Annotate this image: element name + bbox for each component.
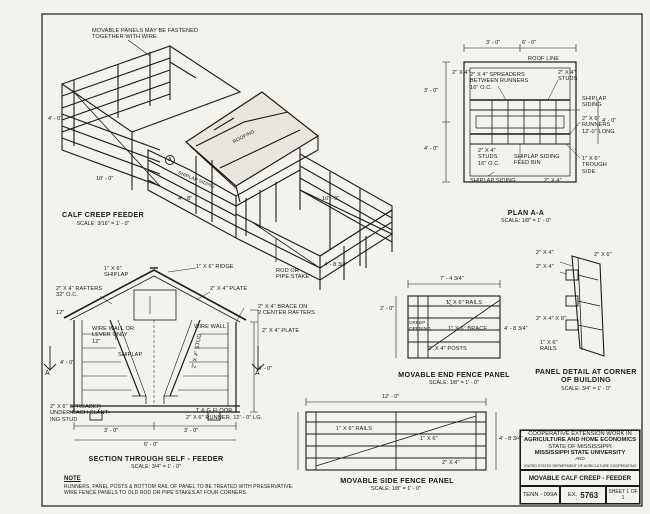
title-block-project: MOVABLE CALF CREEP - FEEDER bbox=[520, 470, 640, 486]
section-marker-a: A bbox=[168, 157, 172, 163]
plan-title: PLAN A-A bbox=[507, 208, 545, 217]
plan-dim-2: 6' - 0" bbox=[522, 40, 537, 46]
side-panel-brace: 1" X 6" bbox=[420, 436, 438, 442]
sec-wire-gap: WIRE WALL OR LEVER ONLY 12" bbox=[92, 326, 135, 345]
top-note: MOVABLE PANELS MAY BE FASTENED TOGETHER … bbox=[92, 28, 199, 41]
calf-feeder-scale: SCALE: 3/16" = 1' - 0" bbox=[76, 221, 130, 227]
plan-roof-line: ROOF LINE bbox=[528, 56, 560, 62]
feeder-dim-5: 4' - 8 3/4" bbox=[324, 262, 348, 268]
side-panel-drawing bbox=[297, 398, 497, 471]
tb-line3: STATE OF MISSISSIPPI bbox=[548, 443, 612, 450]
plan-scale: SCALE: 1/8" = 1' - 0" bbox=[501, 218, 551, 224]
tb-line5: AND bbox=[575, 456, 585, 462]
side-panel-dim-1: 12' - 0" bbox=[382, 394, 400, 400]
panel-detail-drawing bbox=[559, 255, 605, 357]
title-block-ex: EX. 5763 bbox=[560, 486, 606, 504]
tb-line2: AGRICULTURE AND HOME ECONOMICS bbox=[523, 437, 637, 444]
end-panel-drawing bbox=[395, 280, 501, 359]
detail-top-a: 2" X 4" bbox=[536, 250, 554, 256]
detail-mid: 2" X 4" X 8" bbox=[536, 316, 567, 322]
plan-trough: 1" X 6" TROUGH SIDE bbox=[582, 156, 607, 175]
plan-aa-drawing bbox=[442, 44, 599, 183]
note-heading: NOTE bbox=[64, 476, 81, 482]
end-panel-dim-2: 2' - 0" bbox=[380, 306, 395, 312]
plan-spreaders: 2" X 4" SPREADERS BETWEEN RUNNERS 16" O.… bbox=[470, 72, 529, 91]
plan-feed-bin: SHIPLAP SIDING FEED BIN bbox=[514, 154, 560, 167]
plan-2x4: 2" X 4" bbox=[452, 70, 470, 76]
calf-feeder-iso-drawing bbox=[60, 45, 394, 290]
sec-dim-1: 3' - 0" bbox=[104, 428, 119, 434]
title-block-plan-no: TENN - 099A bbox=[520, 486, 560, 504]
sec-dim-6: 12" bbox=[56, 310, 65, 316]
side-panel-title: MOVABLE SIDE FENCE PANEL bbox=[340, 476, 454, 485]
detail-top-b: 2" X 4" bbox=[536, 264, 554, 270]
end-panel-creep: CREEP OPENING bbox=[409, 320, 431, 332]
section-scale: SCALE: 3/4" = 1' - 0" bbox=[131, 464, 181, 470]
plan-runners: 2" X 6" RUNNERS 12'-0" LONG bbox=[582, 116, 615, 135]
tb-line1: COOPERATIVE EXTENSION WORK IN bbox=[528, 430, 632, 437]
end-panel-title: MOVABLE END FENCE PANEL bbox=[398, 370, 510, 379]
sec-rafters: 2" X 4" RAFTERS 32" O.C. bbox=[56, 286, 103, 299]
title-block-sheet: SHEET 1 OF 1 bbox=[606, 486, 640, 504]
plan-dim-4: 4' - 0" bbox=[424, 146, 439, 152]
end-panel-brace: 1" X 6" BRACE bbox=[448, 326, 488, 332]
end-panel-dim-1: 7' - 4 3/4" bbox=[440, 276, 464, 282]
detail-top-c: 2" X 6" bbox=[594, 252, 612, 258]
end-panel-posts: 2" X 4" POSTS bbox=[428, 346, 467, 352]
plan-dim-3: 3' - 0" bbox=[424, 88, 439, 94]
note-text: RUNNERS, PANEL POSTS & BOTTOM RAIL OF PA… bbox=[64, 484, 294, 496]
title-block-agency: COOPERATIVE EXTENSION WORK IN AGRICULTUR… bbox=[520, 430, 640, 470]
sec-plate-top: 2" X 4" PLATE bbox=[210, 286, 248, 292]
calf-feeder-title: CALF CREEP FEEDER bbox=[61, 210, 145, 219]
panel-detail-scale: SCALE: 3/4" = 1' - 0" bbox=[561, 386, 611, 392]
sec-rod-stake: ROD OR PIPE STAKE bbox=[276, 268, 310, 281]
side-panel-dim-2: 4' - 8 3/4" bbox=[499, 436, 523, 442]
sec-shiplap: 1" X 6" SHIPLAP bbox=[104, 266, 129, 279]
panel-detail-title: PANEL DETAIL AT CORNER OF BUILDING bbox=[535, 367, 637, 384]
side-panel-scale: SCALE: 1/8" = 1' - 0" bbox=[371, 486, 421, 492]
sec-plate-side: 2" X 4" PLATE bbox=[262, 328, 300, 334]
end-panel-rails: 1" X 6" RAILS bbox=[446, 300, 483, 306]
detail-rails: 1" X 6" RAILS bbox=[540, 340, 558, 353]
sec-dim-2: 3' - 0" bbox=[184, 428, 199, 434]
sec-dim-3: 6' - 0" bbox=[144, 442, 159, 448]
plan-shiplap-siding: SHIPLAP SIDING bbox=[582, 96, 607, 109]
sec-runner: 2" X 6" RUNNER, 12' - 0" LG. bbox=[186, 415, 263, 421]
section-drawing bbox=[43, 267, 265, 441]
plan-studs-mid: 2" X 4" STUDS 16" O.C. bbox=[478, 148, 501, 167]
sec-spreader: 2" X 6" SPREADER UNDER EACH SLANT- ING S… bbox=[50, 404, 110, 423]
feeder-dim-1: 4' - 0" bbox=[48, 116, 63, 122]
end-panel-scale: SCALE: 1/8" = 1' - 0" bbox=[429, 380, 479, 386]
section-title: SECTION THROUGH SELF - FEEDER bbox=[88, 454, 224, 463]
sec-marker-a-right: A bbox=[255, 370, 260, 377]
plan-dim-5: 4' - 0" bbox=[602, 118, 617, 124]
sheet-border bbox=[41, 13, 643, 507]
sec-brace: 2" X 4" BRACE ON 2 CENTER RAFTERS bbox=[258, 304, 315, 317]
feeder-dim-3: 10' - 0" bbox=[96, 176, 114, 182]
side-panel-rails: 1" X 6" RAILS bbox=[336, 426, 373, 432]
section-marker-iso bbox=[165, 155, 175, 165]
sec-ridge: 1" X 6" RIDGE bbox=[196, 264, 234, 270]
side-panel-posts: 2" X 4" bbox=[442, 460, 460, 466]
tb-ex-no: 5763 bbox=[580, 490, 599, 500]
feeder-dim-4: 10' - 0" bbox=[322, 196, 340, 202]
plan-plank: 2" X 4" bbox=[544, 178, 562, 184]
tb-line4: MISSISSIPPI STATE UNIVERSITY bbox=[534, 450, 626, 456]
feeder-dim-2: 4' - 8" bbox=[178, 196, 193, 202]
plan-shiplap-left: SHIPLAP SIDING bbox=[470, 178, 516, 184]
sec-wire-wall: WIRE WALL bbox=[194, 324, 227, 330]
tb-line6: UNITED STATES DEPARTMENT OF AGRICULTURE … bbox=[523, 463, 637, 468]
sec-dim-5: 4' - 0" bbox=[60, 360, 75, 366]
plan-studs-top: 2" X 4" STUDS bbox=[558, 70, 578, 83]
end-panel-dim-3: 4' - 8 3/4" bbox=[504, 326, 528, 332]
tb-ex-label: EX. bbox=[567, 492, 578, 498]
sec-shiplap-mid: SHIPLAP bbox=[118, 352, 143, 358]
sec-marker-a-left: A bbox=[45, 370, 50, 377]
plan-dim-1: 3' - 0" bbox=[486, 40, 501, 46]
sec-floor: T & G FLOOR bbox=[196, 408, 233, 414]
sec-dim-4: 4' - 0" bbox=[258, 366, 273, 372]
